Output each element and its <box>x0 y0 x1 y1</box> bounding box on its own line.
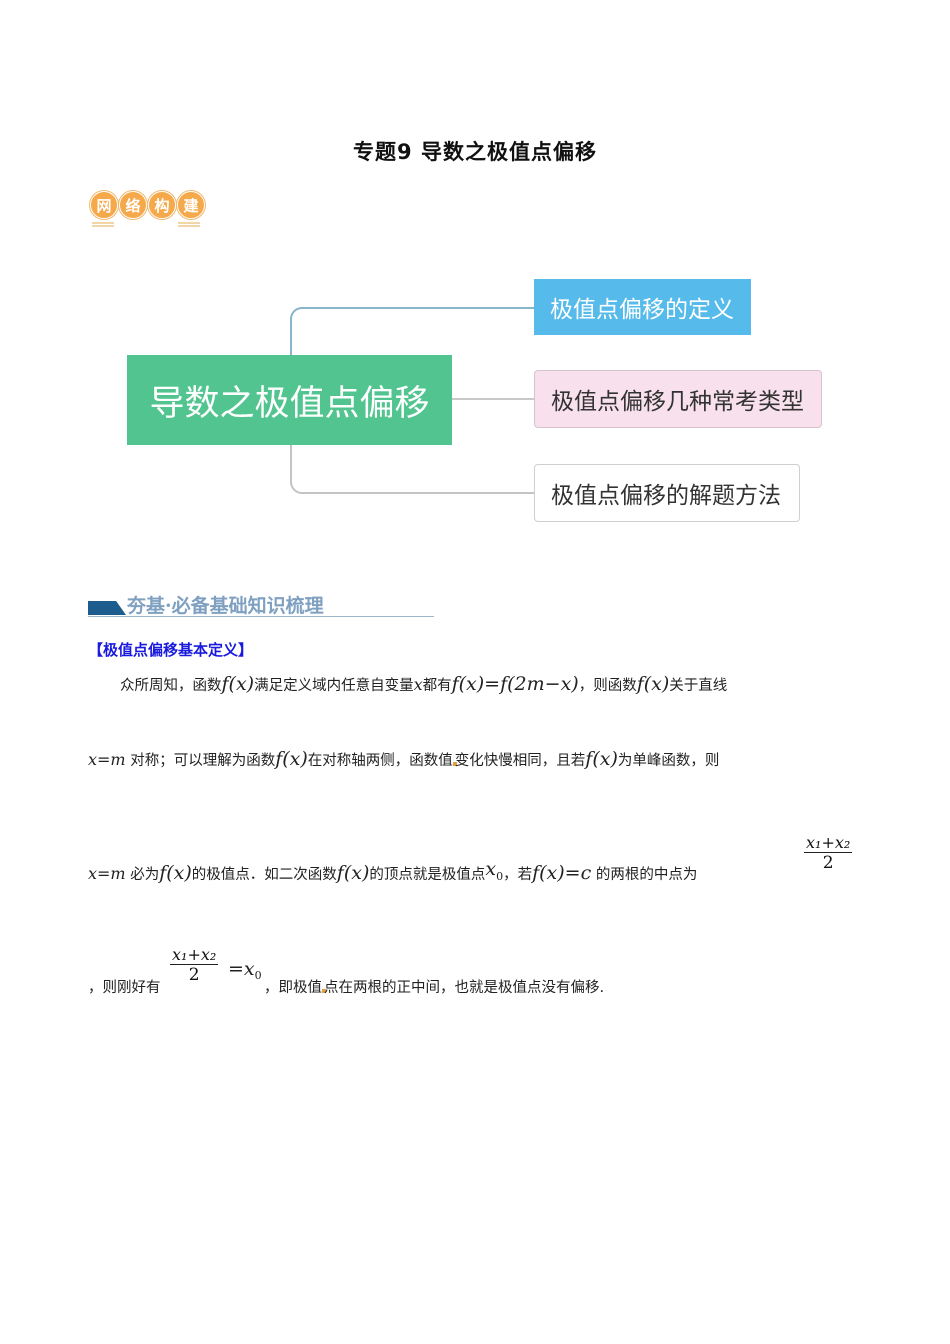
formula-fx: f(x) <box>275 748 308 770</box>
formula-x-eq-m: x=m <box>88 750 126 769</box>
marker-dot <box>322 989 326 993</box>
paragraph-line-3: x=m 必为f(x)的极值点．如二次函数f(x)的顶点就是极值点x0，若f(x)… <box>88 858 697 884</box>
mindmap-root-node: 导数之极值点偏移 <box>127 355 452 445</box>
subscript: 0 <box>496 869 504 883</box>
fraction-midpoint: x₁+x₂ 2 <box>170 945 219 985</box>
subscript: 0 <box>254 968 262 982</box>
text: 变化快慢相同，且若 <box>454 753 586 769</box>
text: ，则函数 <box>578 678 637 694</box>
formula-fx: f(x) <box>636 673 670 695</box>
text: 满足定义域内任意自变量 <box>254 678 414 694</box>
badge-char: 建 <box>177 191 205 219</box>
text: 点在两根的正中间，也就是极值点没有偏移. <box>324 980 605 996</box>
text: 关于直线 <box>669 678 728 694</box>
text: 的顶点就是极值点 <box>369 867 486 883</box>
text: 在对称轴两侧，函数值 <box>307 753 453 769</box>
paragraph-line-4-prefix: ，则刚好有 <box>88 976 161 997</box>
numerator: x₁+x₂ <box>804 833 853 853</box>
x: x <box>485 858 497 880</box>
subheading: 【极值点偏移基本定义】 <box>88 641 254 659</box>
text: 众所周知，函数 <box>120 678 222 694</box>
text: 都有 <box>422 678 452 694</box>
text: ，即极值 <box>264 980 322 996</box>
equals-x: =x <box>228 958 255 980</box>
paragraph-line-4: ，即极值点在两根的正中间，也就是极值点没有偏移. <box>264 976 604 997</box>
badge-underline-left <box>92 222 114 224</box>
formula-x-eq-m: x=m <box>88 864 126 883</box>
formula-eq-x0: =x0 <box>228 958 262 982</box>
connector-top <box>290 307 536 357</box>
page-title: 专题9 导数之极值点偏移 <box>353 140 597 164</box>
formula-x: x <box>413 675 423 694</box>
section-bar-icon <box>88 601 126 615</box>
badge-char: 网 <box>90 191 118 219</box>
formula-x0: x0 <box>485 858 504 883</box>
badge-underline-right <box>178 222 200 224</box>
formula-fx-eq-c: f(x)=c <box>532 862 592 884</box>
text: ，若 <box>503 867 533 883</box>
text: 的两根的中点为 <box>595 867 698 883</box>
denominator: 2 <box>188 965 200 985</box>
mindmap-node-definition: 极值点偏移的定义 <box>534 279 751 335</box>
section-divider <box>88 616 434 617</box>
formula-fx: f(x) <box>159 862 192 884</box>
text: 对称；可以理解为函数 <box>130 753 276 769</box>
fraction-midpoint: x₁+x₂ 2 <box>804 833 853 873</box>
mindmap-node-solving-methods: 极值点偏移的解题方法 <box>534 464 800 522</box>
text: 必为 <box>130 867 160 883</box>
marker-dot <box>452 762 457 766</box>
formula-fx: f(x) <box>221 673 255 695</box>
text: ，则刚好有 <box>88 980 161 996</box>
formula-fx: f(x) <box>336 862 370 884</box>
connector-middle <box>452 398 534 400</box>
mindmap-node-common-types: 极值点偏移几种常考类型 <box>534 370 822 428</box>
text: 为单峰函数，则 <box>617 753 720 769</box>
badge-char: 络 <box>119 191 147 219</box>
network-build-badge: 网 络 构 建 <box>90 191 205 219</box>
denominator: 2 <box>822 853 834 873</box>
numerator: x₁+x₂ <box>170 945 219 965</box>
badge-char: 构 <box>148 191 176 219</box>
formula-symmetry: f(x)=f(2m−x) <box>451 673 579 695</box>
badge-underline-right-2 <box>178 225 200 227</box>
badge-underline-left-2 <box>92 225 114 227</box>
connector-bottom <box>290 445 536 494</box>
paragraph-line-2: x=m 对称；可以理解为函数f(x)在对称轴两侧，函数值变化快慢相同，且若f(x… <box>88 748 719 770</box>
paragraph-line-1: 众所周知，函数f(x)满足定义域内任意自变量x都有f(x)=f(2m−x)，则函… <box>120 673 727 695</box>
text: 的极值点．如二次函数 <box>191 867 337 883</box>
section-title: 夯基·必备基础知识梳理 <box>127 595 324 617</box>
formula-fx: f(x) <box>585 748 618 770</box>
